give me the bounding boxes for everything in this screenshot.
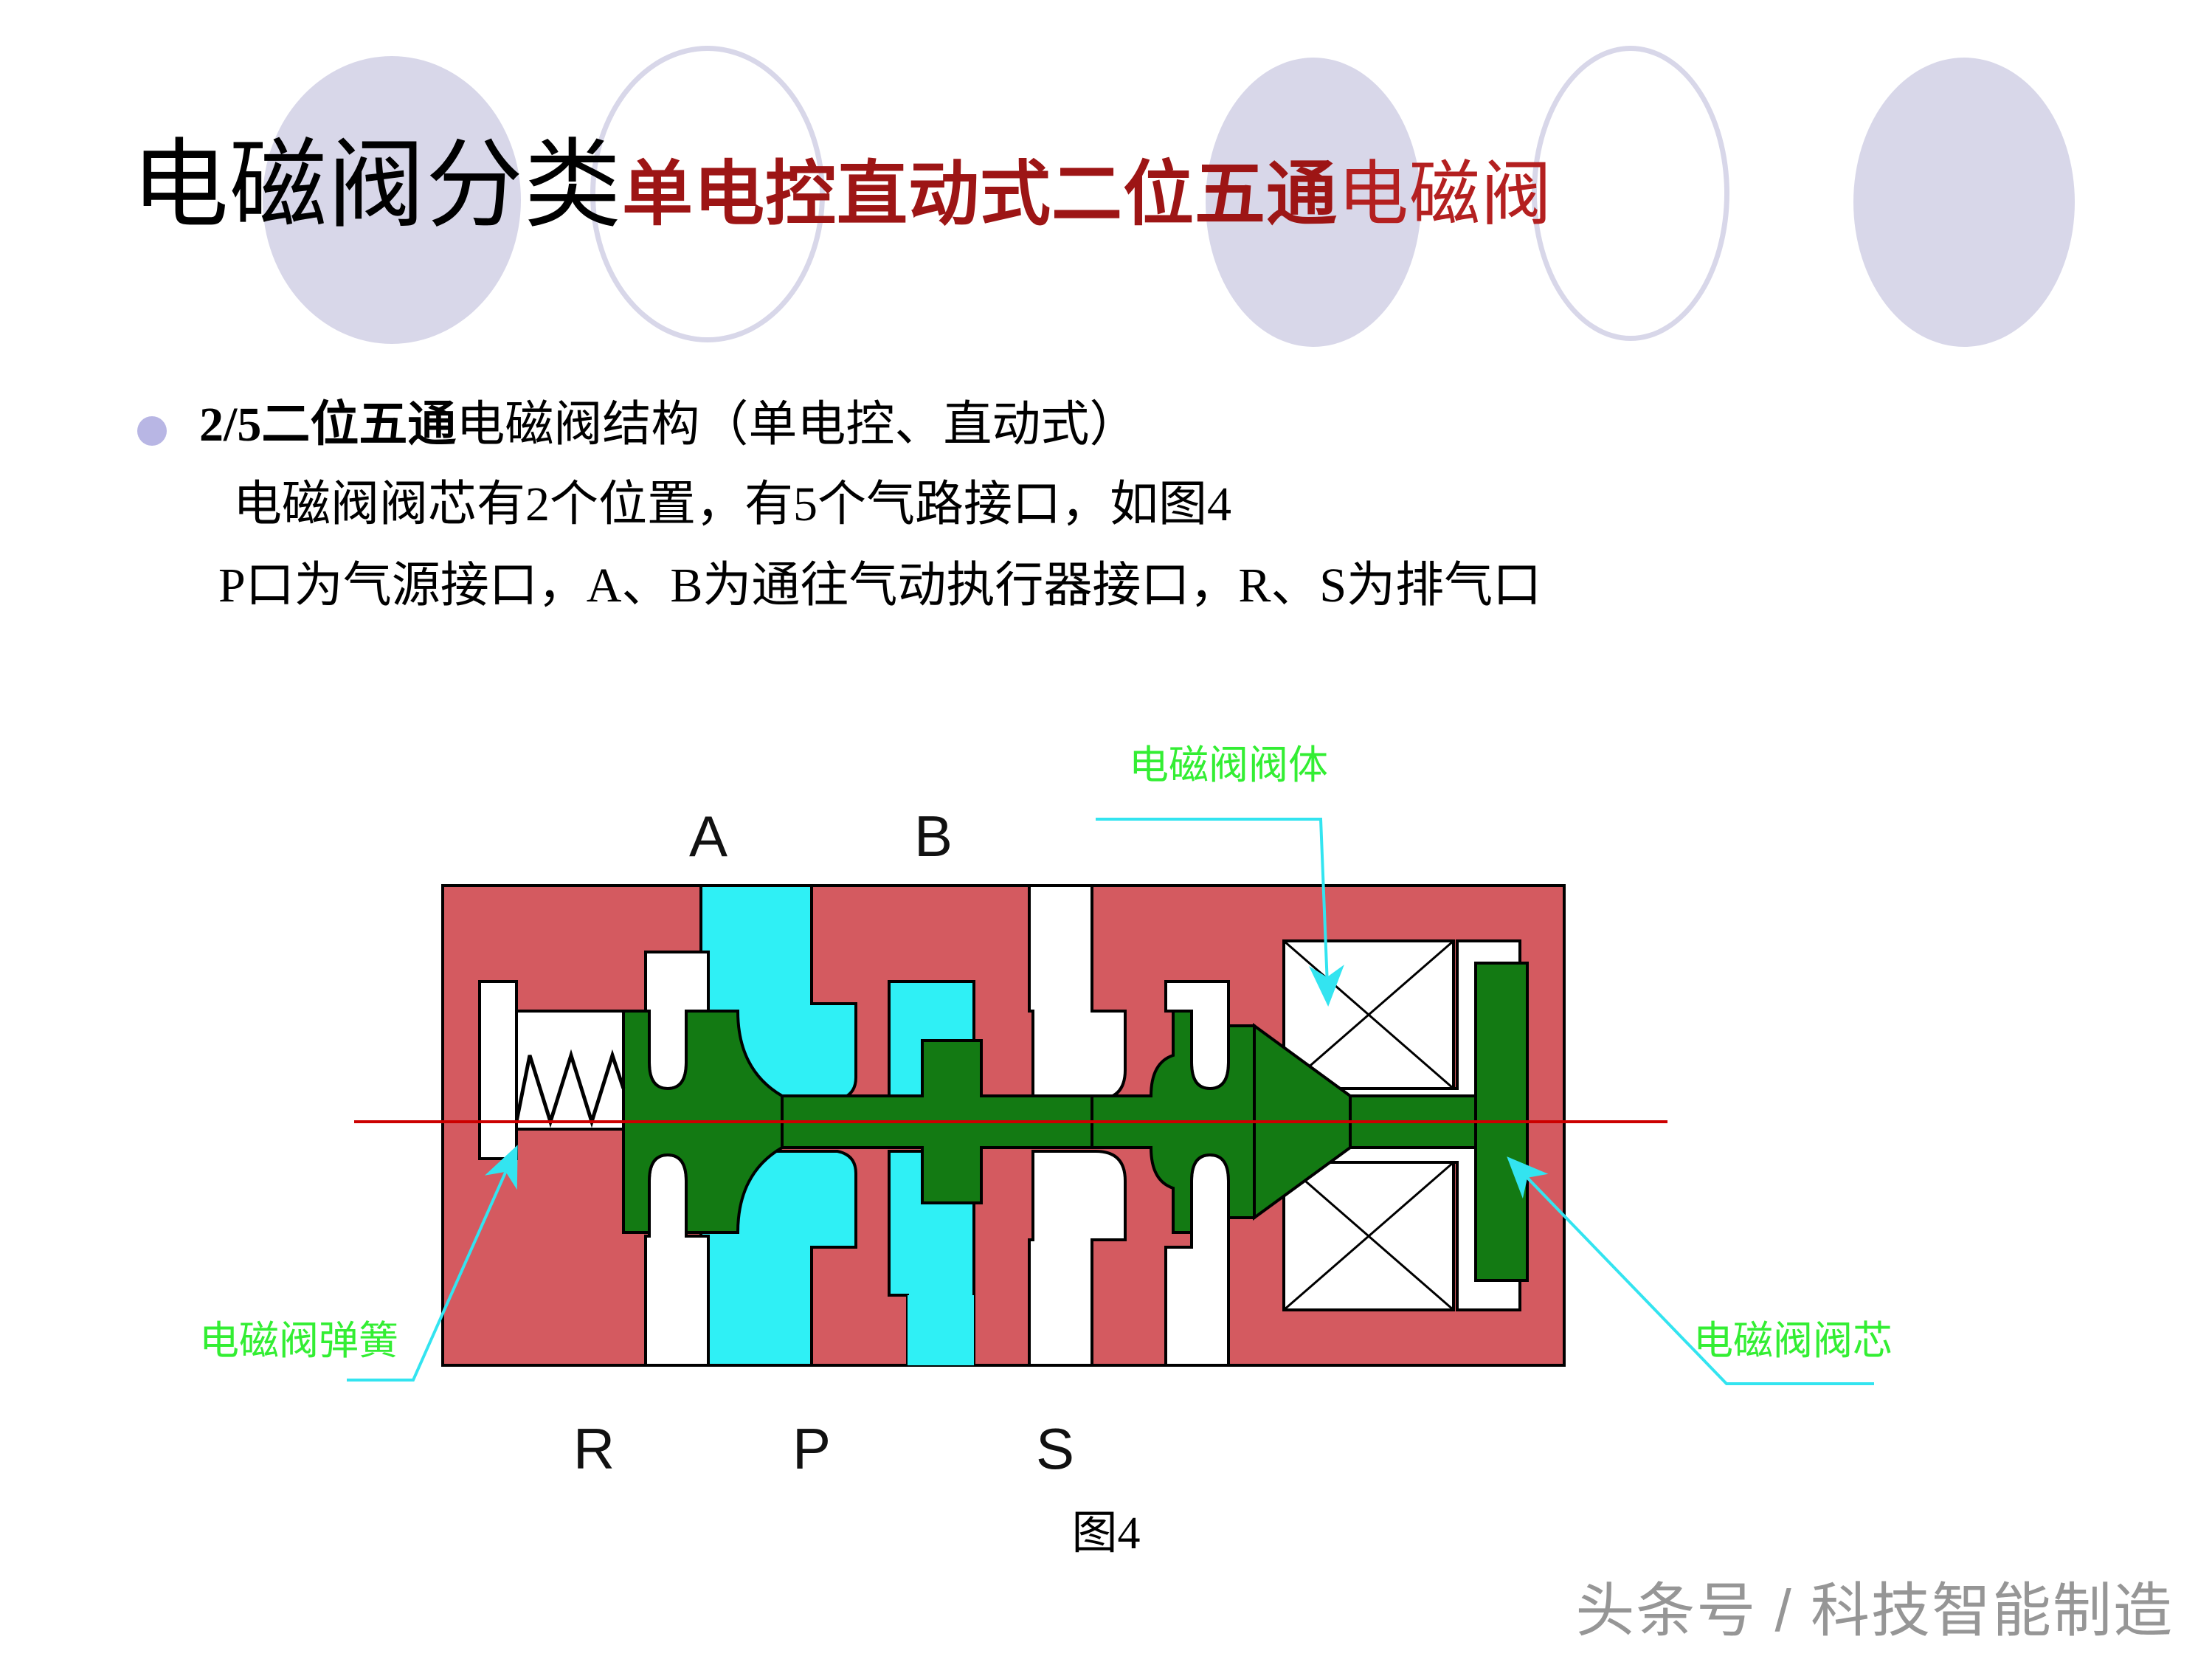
spring-coil	[514, 1049, 626, 1128]
page-title: 电磁阀分类单电控直动式二位五通电磁阀	[131, 137, 1552, 235]
bullet-strong-prefix: 2/5二位五通	[199, 398, 457, 452]
leader-line-valve-spring	[347, 1145, 518, 1382]
body-line-3: P口为气源接口，A、B为通往气动执行器接口，R、S为排气口	[218, 558, 1542, 613]
bullet-item-1: 2/5二位五通电磁阀结构（单电控、直动式）	[137, 397, 1908, 454]
body-text-block: 2/5二位五通电磁阀结构（单电控、直动式） 电磁阀阀芯有2个位置，有5个气路接口…	[137, 397, 1908, 616]
valve-spring-group	[514, 1011, 626, 1129]
title-black-segment: 电磁阀分类	[131, 131, 622, 240]
port-label-s: S	[1036, 1416, 1074, 1481]
title-red-light-segment: 电磁阀	[1338, 155, 1552, 234]
callout-valve-body: 电磁阀阀体	[1096, 743, 1344, 1007]
body-line-2: 电磁阀阀芯有2个位置，有5个气路接口，如图4	[233, 477, 1231, 531]
port-label-b: B	[914, 804, 953, 869]
port-label-group: A B R P S	[573, 804, 1074, 1481]
port-label-p: P	[792, 1416, 831, 1481]
callout-label-valve-body: 电磁阀阀体	[1129, 743, 1328, 787]
callout-label-valve-spring: 电磁阀弹簧	[199, 1319, 398, 1363]
deco-ellipse-5	[1853, 58, 2075, 347]
leader-line-valve-spool	[1507, 1156, 1874, 1385]
callout-valve-spool: 电磁阀阀芯	[1507, 1156, 1893, 1385]
deco-ellipse-4	[1532, 46, 1729, 341]
valve-cross-section-svg: A B R P S 电磁阀阀体 电磁阀弹簧 电磁阀阀芯	[199, 743, 1893, 1481]
leader-line-valve-body	[1096, 818, 1344, 1007]
bullet-dot-icon	[137, 416, 167, 446]
watermark: 头条号 / 科技智能制造	[1575, 1578, 2174, 1644]
title-red-bold-segment: 单电控直动式二位五通	[622, 155, 1338, 234]
bullet-rest: 电磁阀结构（单电控、直动式）	[456, 398, 1138, 452]
solenoid-valve-diagram: A B R P S 电磁阀阀体 电磁阀弹簧 电磁阀阀芯	[0, 686, 2212, 1557]
callout-label-valve-spool: 电磁阀阀芯	[1693, 1319, 1893, 1363]
callout-valve-spring: 电磁阀弹簧	[199, 1145, 518, 1382]
coil-lower	[1282, 1161, 1455, 1311]
bullet-text-1: 2/5二位五通电磁阀结构（单电控、直动式）	[199, 397, 1138, 454]
figure-caption: 图4	[1071, 1508, 1141, 1559]
port-label-a: A	[689, 804, 727, 869]
port-label-r: R	[573, 1416, 615, 1481]
